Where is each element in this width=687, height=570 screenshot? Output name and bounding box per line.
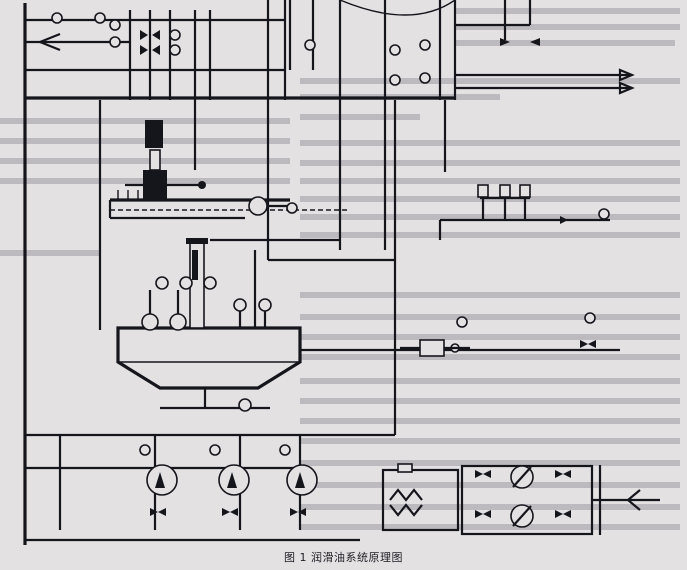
lube-oil-tank: [116, 238, 302, 412]
oil-purifier-column: [108, 120, 350, 220]
pressure-switch-group: [438, 184, 610, 240]
figure-caption: 图 1 润滑油系统原理图: [284, 551, 403, 564]
top-header-pipes: [23, 0, 635, 545]
cooler-valve-assembly: [400, 312, 596, 357]
oil-pumps: [25, 435, 360, 542]
heat-exchangers: [381, 463, 660, 536]
vertical-feed-lines: [25, 100, 620, 437]
